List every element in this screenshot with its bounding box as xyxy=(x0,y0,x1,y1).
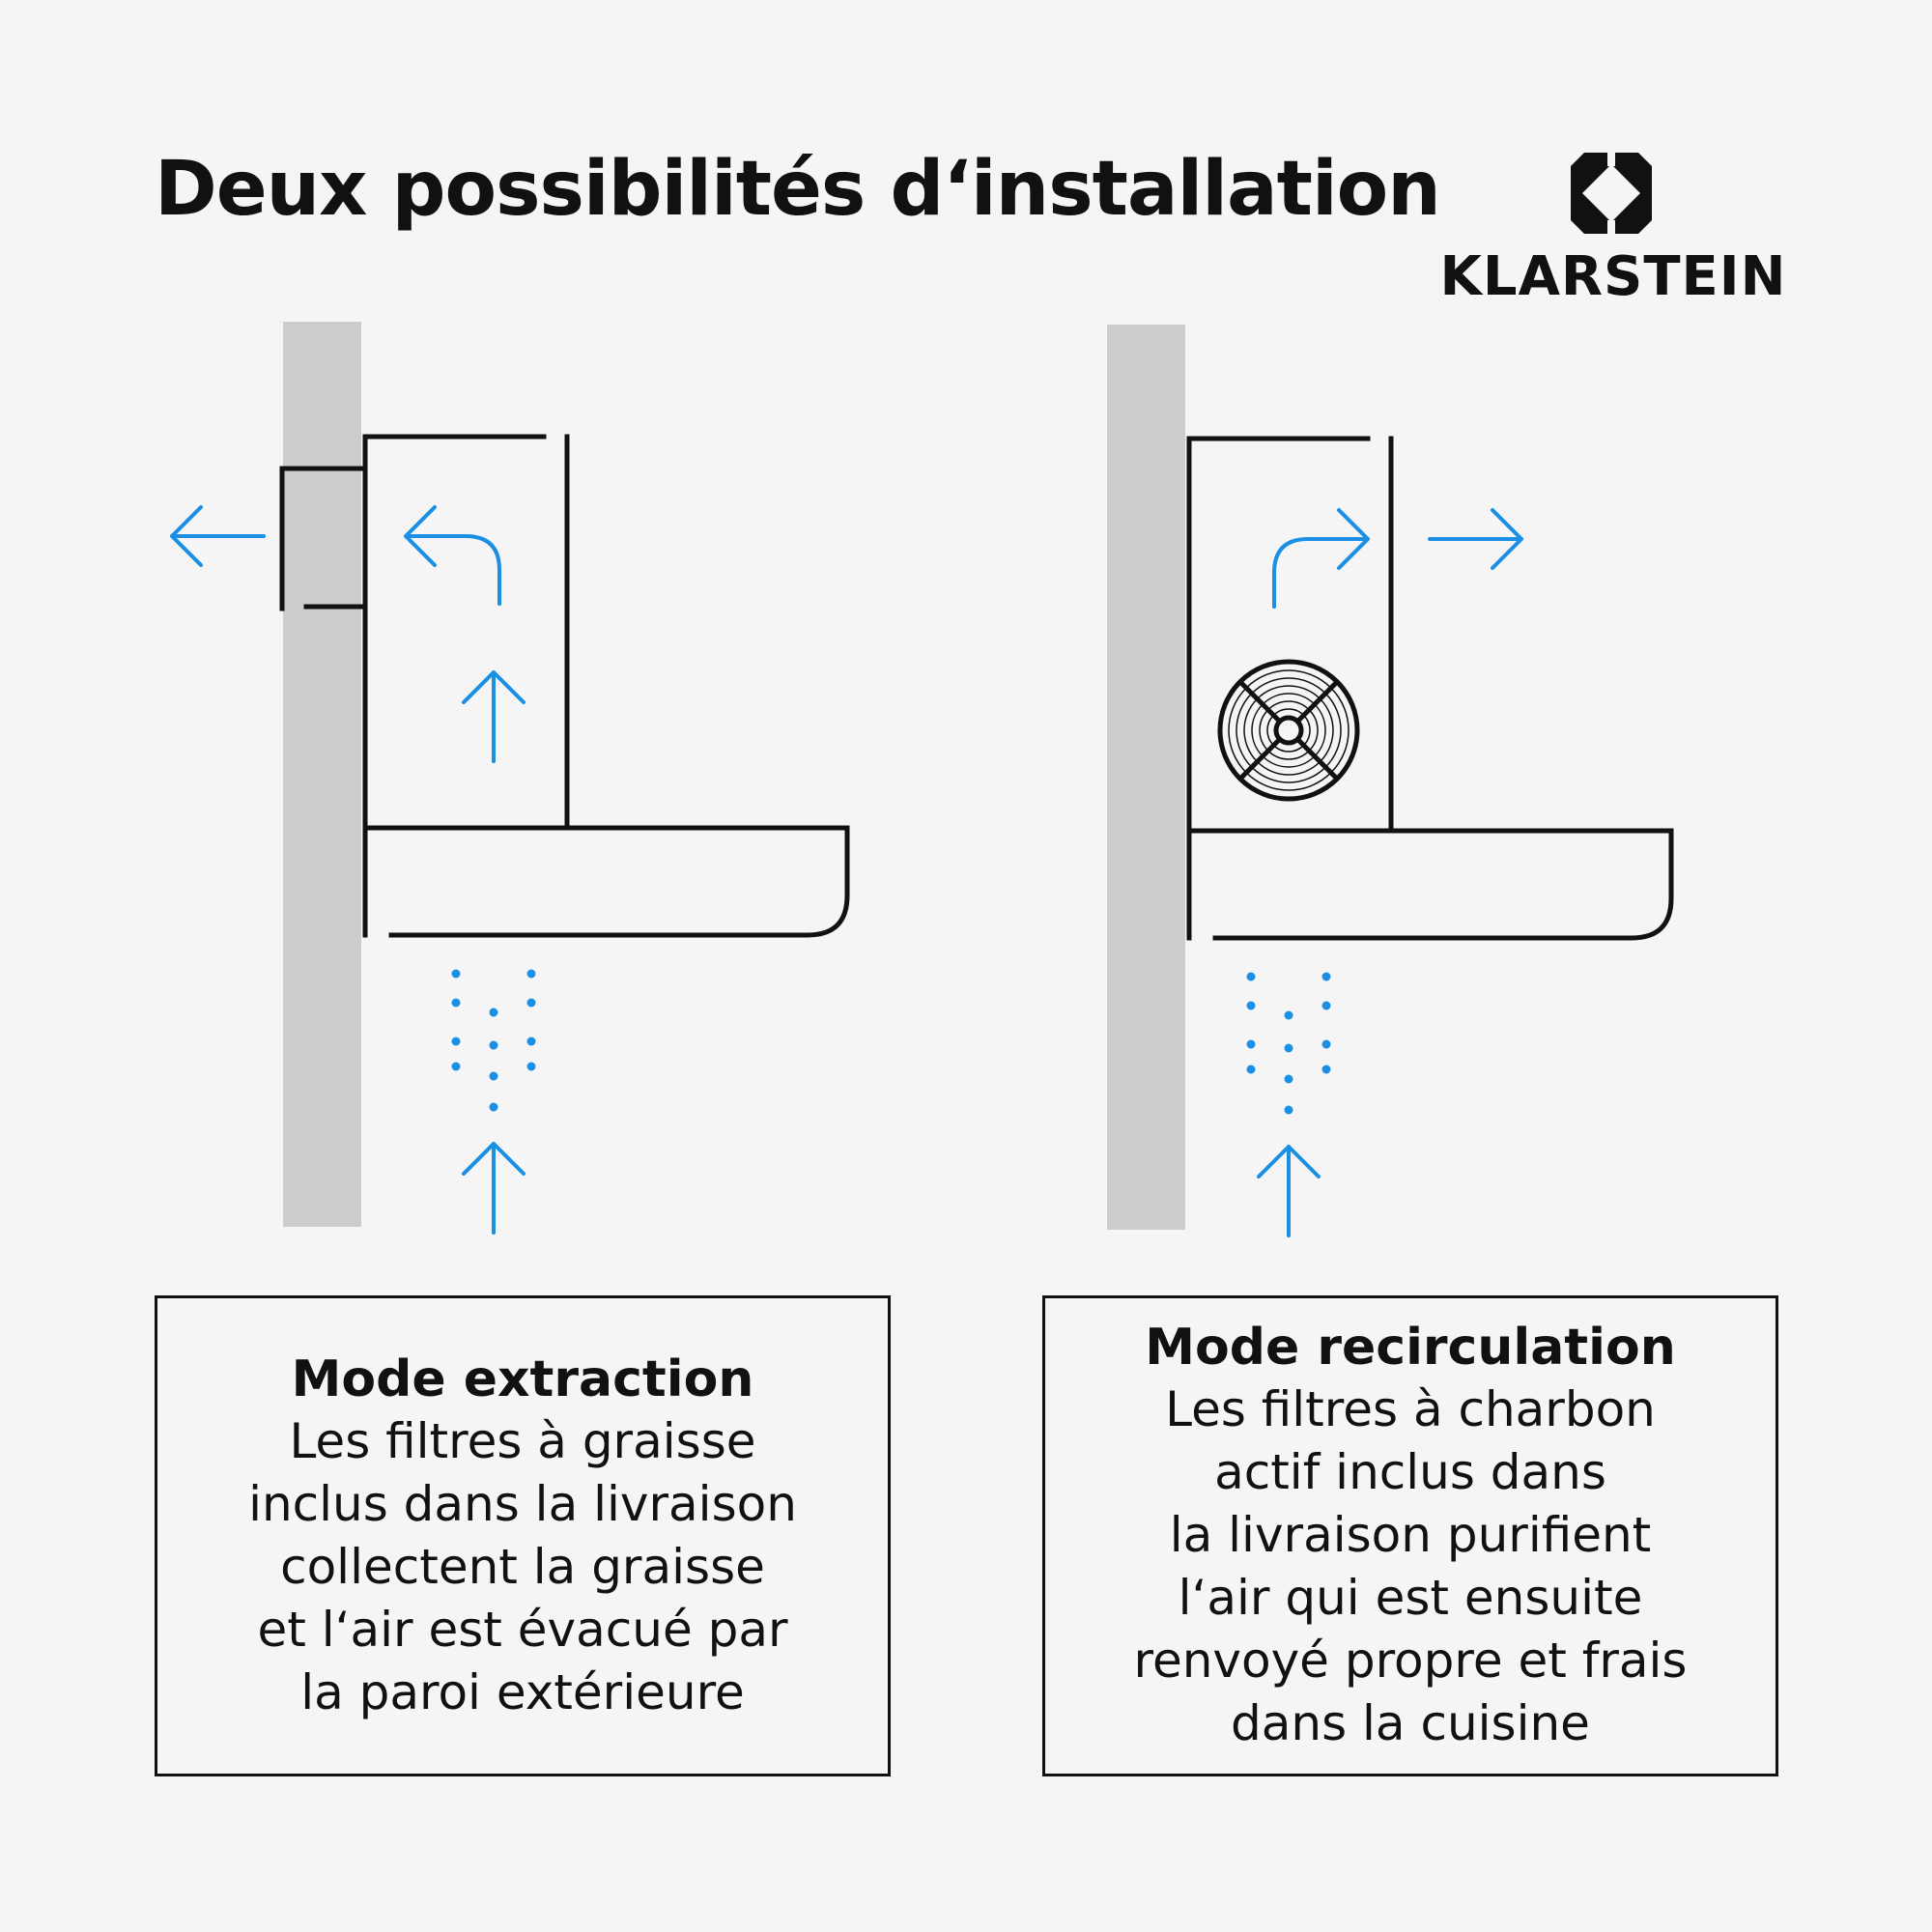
extraction-mode-box: Mode extraction Les filtres à graisse in… xyxy=(155,1295,891,1776)
description-line: la paroi extérieure xyxy=(300,1663,745,1720)
hood-right xyxy=(1186,436,1674,941)
extraction-mode-description: Les filtres à graisse inclus dans la liv… xyxy=(229,1410,816,1724)
page-title: Deux possibilités d‘installation xyxy=(155,146,1441,233)
recirculation-mode-title: Mode recirculation xyxy=(1145,1319,1676,1377)
description-line: Les filtres à charbon xyxy=(1165,1381,1656,1437)
description-line: dans la cuisine xyxy=(1231,1695,1590,1751)
fan-icon xyxy=(1217,659,1360,802)
air-particles-left xyxy=(451,969,536,1112)
wall-right xyxy=(1107,325,1185,1230)
description-line: actif inclus dans xyxy=(1214,1444,1606,1500)
description-line: la livraison purifient xyxy=(1169,1507,1652,1563)
klarstein-diamond-icon xyxy=(1571,153,1652,234)
description-line: collectent la graisse xyxy=(280,1538,765,1595)
airflow-arrows-left xyxy=(170,505,526,1235)
extraction-mode-title: Mode extraction xyxy=(291,1350,754,1408)
description-line: et l‘air est évacué par xyxy=(257,1601,788,1658)
airflow-arrows-right xyxy=(1257,508,1523,1237)
description-line: renvoyé propre et frais xyxy=(1133,1633,1688,1689)
wall-left xyxy=(283,322,361,1227)
description-line: Les filtres à graisse xyxy=(289,1412,756,1469)
hood-left xyxy=(279,434,850,938)
description-line: inclus dans la livraison xyxy=(248,1475,797,1532)
recirculation-mode-description: Les filtres à charbon actif inclus dans … xyxy=(1115,1378,1707,1755)
description-line: l‘air qui est ensuite xyxy=(1178,1570,1643,1626)
brand-name: KLARSTEIN xyxy=(1439,245,1787,308)
recirculation-mode-box: Mode recirculation Les filtres à charbon… xyxy=(1042,1295,1778,1776)
installation-diagram xyxy=(170,322,1674,1237)
air-particles-right xyxy=(1246,972,1331,1115)
